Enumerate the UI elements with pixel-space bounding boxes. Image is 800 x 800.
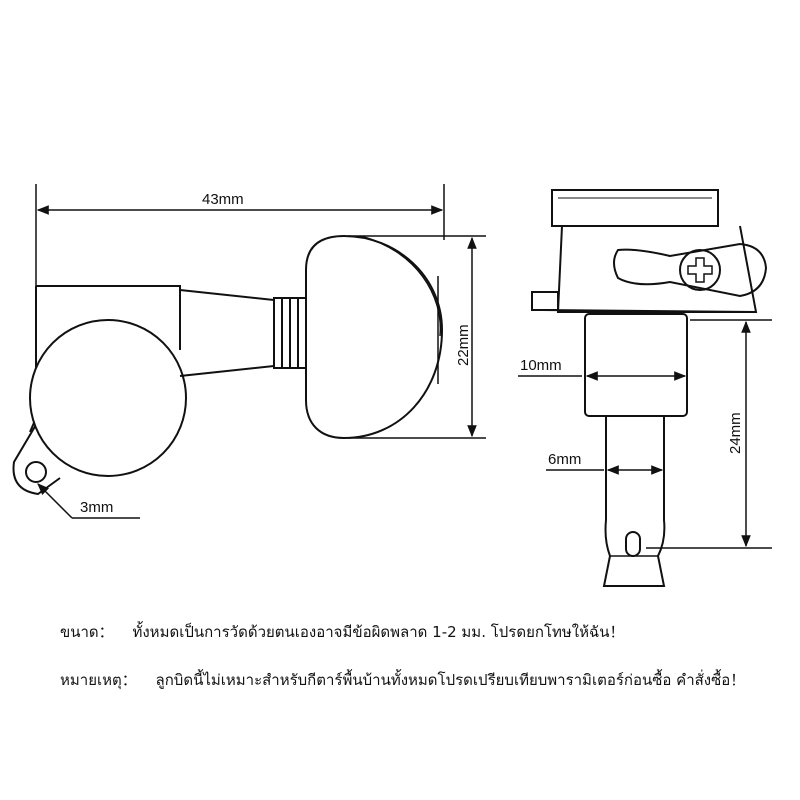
side-view — [12, 234, 444, 496]
wing-key — [613, 242, 768, 298]
dim-hole-diameter-label: 3mm — [80, 499, 113, 516]
remark-note: หมายเหตุ： ลูกบิดนี้ไม่เหมาะสำหรับกีตาร์พ… — [60, 668, 760, 692]
bushing — [584, 313, 688, 417]
size-note-label: ขนาด： — [60, 623, 114, 641]
front-housing — [556, 225, 758, 313]
dim-post-diameter-label: 6mm — [548, 451, 581, 468]
size-note-text: ทั้งหมดเป็นการวัดด้วยตนเองอาจมีข้อผิดพลา… — [132, 623, 625, 641]
screw-icon — [679, 249, 721, 291]
dim-hole-diameter — [37, 483, 140, 519]
dim-post-height-label: 24mm — [727, 412, 744, 454]
remark-note-text: ลูกบิดนี้ไม่เหมาะสำหรับกีตาร์พื้นบ้านทั้… — [155, 671, 746, 689]
gear-housing-circle — [29, 319, 187, 477]
tuner-post — [602, 416, 666, 587]
remark-note-label: หมายเหตุ： — [60, 671, 137, 689]
mounting-hole — [25, 461, 47, 483]
dim-bushing-width-label: 10mm — [520, 357, 562, 374]
string-hole — [625, 531, 641, 557]
dim-total-length — [35, 184, 445, 300]
side-tab — [531, 291, 559, 311]
top-cap — [551, 189, 719, 227]
dim-post-height — [646, 319, 772, 549]
tuning-peg-diagram: 43mm 22mm 3mm 10mm — [12, 184, 772, 587]
tuner-button — [305, 234, 444, 440]
tuner-shaft — [179, 289, 275, 377]
dim-button-height — [348, 235, 486, 439]
dim-button-height-label: 22mm — [455, 324, 472, 366]
size-note: ขนาด： ทั้งหมดเป็นการวัดด้วยตนเองอาจมีข้อ… — [60, 620, 760, 644]
front-view — [531, 189, 768, 587]
dim-total-length-label: 43mm — [202, 191, 244, 208]
